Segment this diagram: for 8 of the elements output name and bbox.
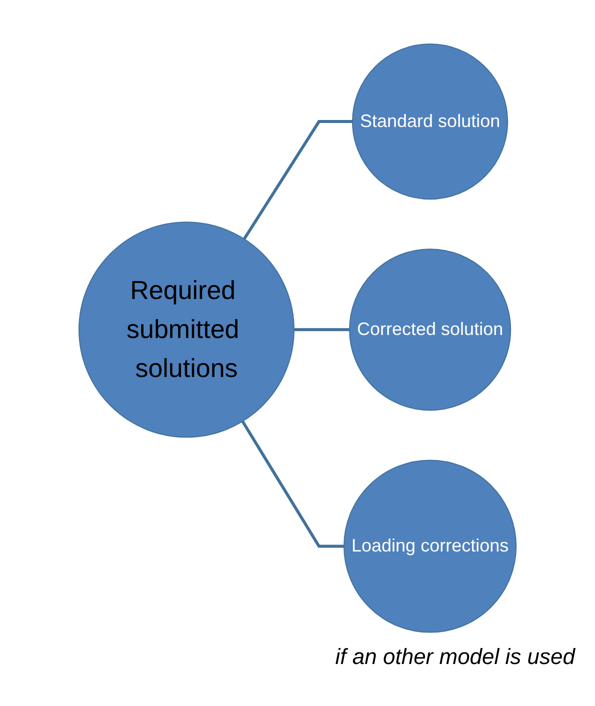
node-circle: Standard solution	[352, 43, 508, 200]
node-circle: Loading corrections	[343, 460, 517, 633]
connector	[241, 420, 344, 548]
connector	[242, 120, 352, 240]
node-circle: Corrected solution	[348, 248, 512, 411]
connector	[294, 328, 350, 331]
node-circle: Required submitted solutions	[78, 222, 294, 438]
node-note: if an other model is used	[335, 644, 575, 670]
